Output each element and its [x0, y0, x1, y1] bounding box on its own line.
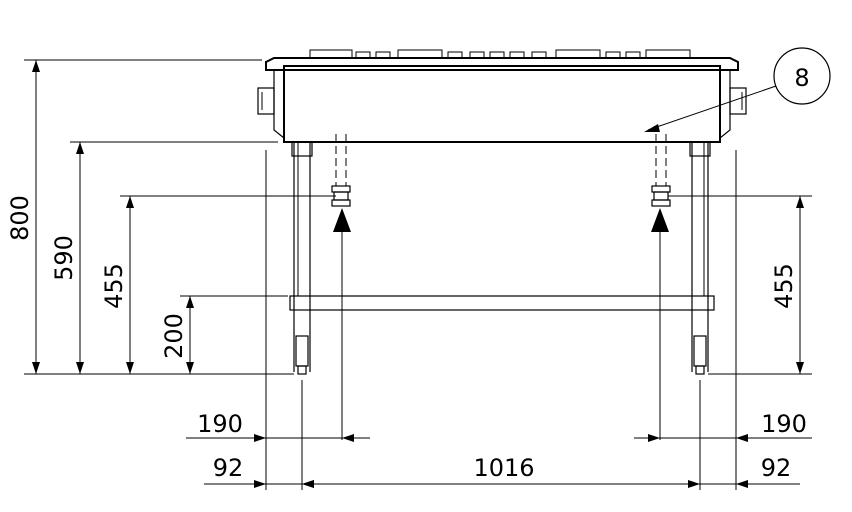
dim-leg-span: 1016 [302, 454, 700, 488]
dim-inlet-offset-left: 190 [186, 410, 370, 442]
callout-balloon: 8 [644, 47, 831, 132]
extension-lines-left [24, 59, 336, 375]
side-handle-left [257, 87, 275, 115]
extension-lines-right [668, 195, 812, 375]
shelf-bar [289, 295, 715, 311]
dim-height-total: 800 [6, 60, 40, 374]
inlet-arrow-right [651, 208, 669, 440]
dim-label-455-left: 455 [100, 263, 128, 309]
dim-label-92-left: 92 [213, 454, 244, 482]
side-handle-right [729, 87, 747, 115]
dim-label-800: 800 [6, 195, 34, 241]
leg-right [689, 141, 711, 375]
extension-lines-bottom [265, 150, 737, 490]
dim-height-top: 590 [50, 142, 84, 374]
dim-label-1016: 1016 [473, 454, 534, 482]
dim-label-590: 590 [50, 235, 78, 281]
dim-leg-offset-right: 92 [700, 454, 800, 488]
dim-label-455-right: 455 [770, 263, 798, 309]
dim-label-190-left: 190 [197, 410, 243, 438]
gas-inlet-left [331, 134, 351, 207]
dim-leg-offset-left: 92 [204, 454, 314, 488]
table-body [273, 65, 731, 143]
dim-height-inlet-left: 455 [100, 196, 134, 374]
dim-label-92-right: 92 [761, 454, 792, 482]
callout-label: 8 [794, 64, 809, 92]
dim-height-inlet-right: 455 [770, 196, 804, 374]
dim-label-200: 200 [160, 313, 188, 359]
leg-left [291, 141, 313, 375]
inlet-arrow-left [333, 208, 351, 440]
dim-label-190-right: 190 [761, 410, 807, 438]
gas-inlet-right [651, 134, 671, 207]
dim-height-shelf: 200 [160, 296, 194, 374]
table-top [265, 49, 739, 71]
dim-inlet-offset-right: 190 [634, 410, 812, 442]
